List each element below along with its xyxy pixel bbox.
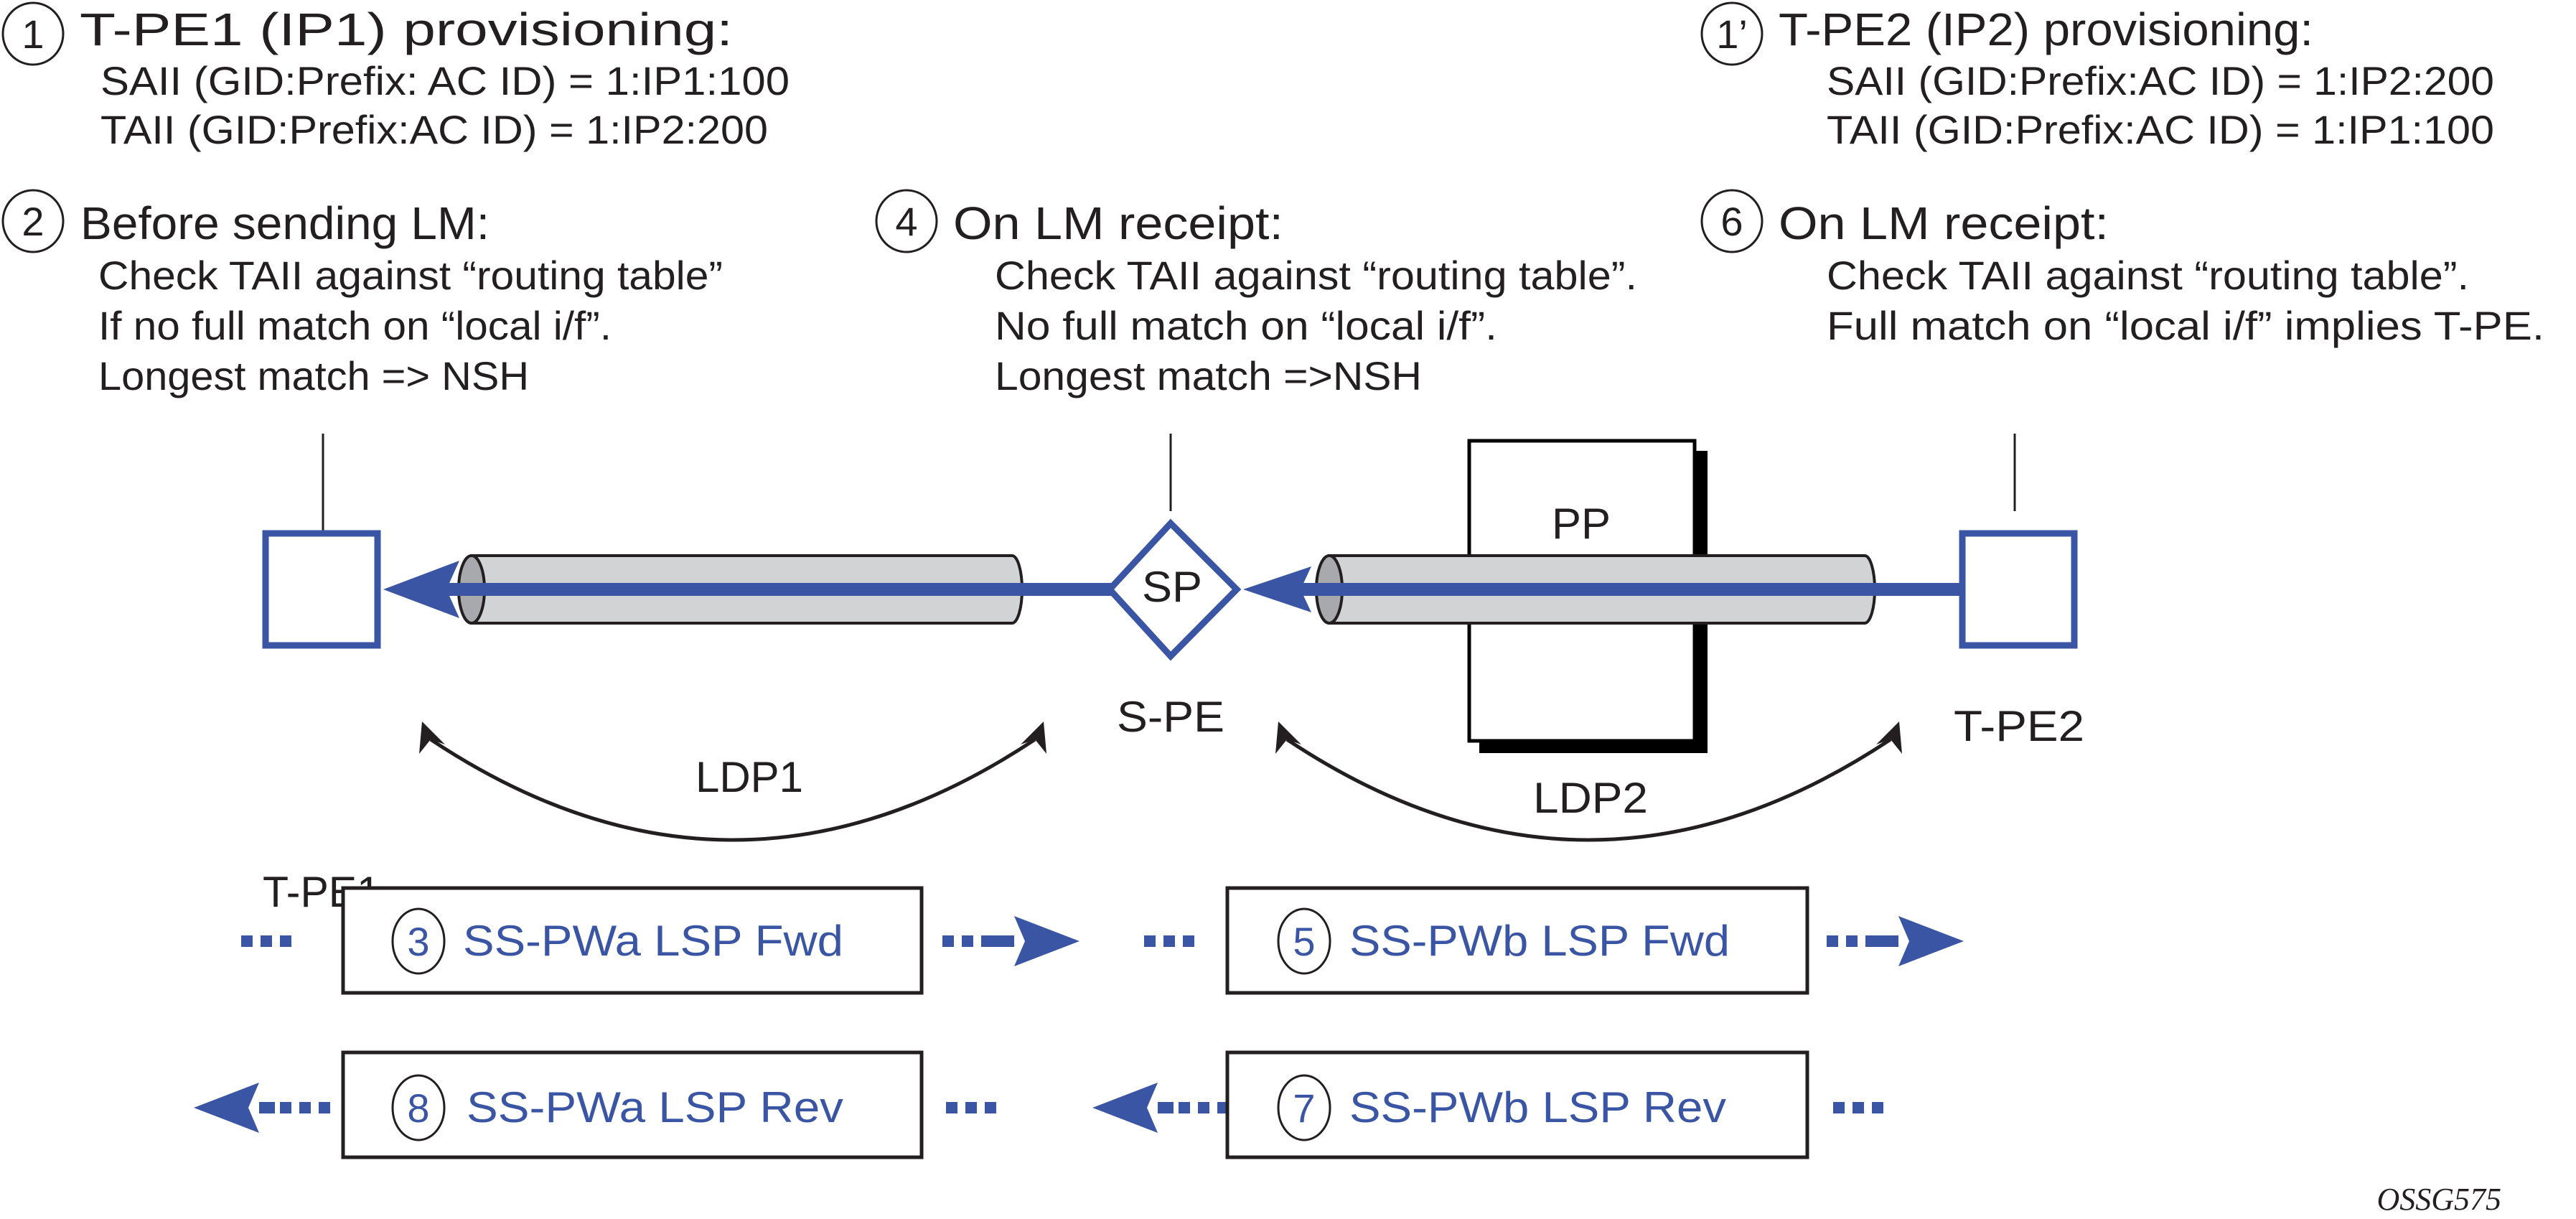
step-number-circle-icon bbox=[1, 189, 65, 253]
dotted-arrow-left-icon bbox=[1092, 1083, 1229, 1133]
arrow-left-icon bbox=[1243, 566, 1311, 612]
step-6-block: 6 On LM receipt: Check TAII against “rou… bbox=[1700, 189, 2544, 348]
dotted-arrow-right-icon bbox=[942, 916, 1079, 966]
step-number: 7 bbox=[1293, 1085, 1315, 1131]
tpe2-label: T-PE2 bbox=[1954, 702, 2084, 750]
step-1-prime-block: 1’ T-PE2 (IP2) provisioning: SAII (GID:P… bbox=[1700, 1, 2494, 152]
dotted-line-icon bbox=[241, 935, 291, 947]
step-number: 2 bbox=[22, 199, 44, 244]
dotted-line-icon bbox=[1833, 1102, 1883, 1113]
pp-label: PP bbox=[1552, 500, 1611, 548]
arrow-head-icon bbox=[1876, 721, 1902, 754]
step-4-block: 4 On LM receipt: Check TAII against “rou… bbox=[875, 189, 1637, 398]
arrow-head-icon bbox=[419, 721, 445, 754]
dotted-line-icon bbox=[1144, 935, 1194, 947]
lsp-box bbox=[1225, 1050, 1809, 1159]
step-number-circle-icon bbox=[1700, 1, 1764, 66]
step-title: Before sending LM: bbox=[80, 197, 490, 249]
spe-inner-label: SP bbox=[1142, 563, 1202, 611]
tpe2-square-node-icon bbox=[1959, 530, 2078, 649]
step-number-circle-icon bbox=[1277, 907, 1331, 975]
lsp-box bbox=[341, 886, 924, 995]
step-number: 4 bbox=[895, 199, 917, 244]
step-line: SAII (GID:Prefix: AC ID) = 1:IP1:100 bbox=[100, 58, 790, 103]
step-line: Check TAII against “routing table”. bbox=[1827, 253, 2469, 298]
lsp-label: SS-PWa LSP Rev bbox=[467, 1083, 843, 1131]
step-number-circle-icon bbox=[1700, 189, 1764, 253]
pw-signaling-path bbox=[383, 561, 1963, 618]
arrow-head-icon bbox=[1021, 721, 1046, 754]
ldp1-session: LDP1 bbox=[419, 721, 1046, 842]
step-line: SAII (GID:Prefix:AC ID) = 1:IP2:200 bbox=[1827, 58, 2494, 103]
step-1-block: 1 T-PE1 (IP1) provisioning: SAII (GID:Pr… bbox=[1, 1, 790, 152]
dotted-arrow-right-icon bbox=[1827, 916, 1964, 966]
ldp2-arc bbox=[1285, 737, 1892, 842]
lsp-box bbox=[1225, 886, 1809, 995]
lsp-rev-a: 8 SS-PWa LSP Rev bbox=[194, 1050, 996, 1159]
step-line: Check TAII against “routing table” bbox=[98, 253, 723, 298]
lsp-label: SS-PWb LSP Fwd bbox=[1349, 917, 1730, 965]
step-title: T-PE2 (IP2) provisioning: bbox=[1779, 4, 2313, 55]
tpe1-square-node-icon bbox=[262, 530, 381, 649]
step-number-circle-icon bbox=[391, 1074, 446, 1141]
lsp-rev-b: 7 SS-PWb LSP Rev bbox=[1092, 1050, 1883, 1159]
ldp2-session: LDP2 bbox=[1275, 721, 1902, 842]
step-line: Longest match => NSH bbox=[98, 353, 529, 398]
step-number-circle-icon bbox=[391, 907, 446, 975]
step-number: 6 bbox=[1720, 199, 1743, 244]
step-number-circle-icon bbox=[875, 189, 938, 253]
figure-id: OSSG575 bbox=[2376, 1182, 2501, 1217]
ldp2-label: LDP2 bbox=[1533, 774, 1648, 822]
step-line: TAII (GID:Prefix:AC ID) = 1:IP1:100 bbox=[1827, 107, 2494, 152]
step-line: Longest match =>NSH bbox=[995, 353, 1422, 398]
step-2-block: 2 Before sending LM: Check TAII against … bbox=[1, 189, 723, 398]
step-line: If no full match on “local i/f”. bbox=[98, 303, 612, 348]
step-line: Full match on “local i/f” implies T-PE. bbox=[1827, 303, 2544, 348]
step-number: 1’ bbox=[1716, 11, 1748, 57]
step-title: T-PE1 (IP1) provisioning: bbox=[80, 4, 733, 55]
step-number-circle-icon bbox=[1, 1, 65, 66]
lsp-box bbox=[341, 1050, 924, 1159]
pw-segment-a bbox=[438, 583, 1111, 596]
ldp1-arc bbox=[429, 737, 1036, 842]
step-number: 1 bbox=[22, 11, 44, 57]
lsp-label: SS-PWb LSP Rev bbox=[1349, 1083, 1726, 1131]
step-number-circle-icon bbox=[1277, 1074, 1331, 1141]
step-line: No full match on “local i/f”. bbox=[995, 303, 1497, 348]
dotted-arrow-left-icon bbox=[194, 1083, 330, 1133]
step-number: 3 bbox=[407, 919, 429, 964]
spe-diamond-node-icon bbox=[1105, 518, 1242, 661]
lsp-label: SS-PWa LSP Fwd bbox=[463, 917, 843, 965]
lsp-fwd-a: 3 SS-PWa LSP Fwd bbox=[241, 886, 1079, 995]
lsp-fwd-b: 5 SS-PWb LSP Fwd bbox=[1144, 886, 1964, 995]
arrow-head-icon bbox=[1275, 721, 1301, 754]
spe-label: S-PE bbox=[1117, 693, 1224, 741]
step-number: 5 bbox=[1293, 919, 1315, 964]
step-title: On LM receipt: bbox=[953, 197, 1283, 249]
arrow-left-icon bbox=[383, 561, 459, 618]
step-line: Check TAII against “routing table”. bbox=[995, 253, 1637, 298]
dotted-line-icon bbox=[946, 1102, 996, 1113]
step-line: TAII (GID:Prefix:AC ID) = 1:IP2:200 bbox=[100, 107, 768, 152]
pw-segment-b bbox=[1292, 583, 1963, 596]
step-title: On LM receipt: bbox=[1779, 197, 2109, 249]
step-number: 8 bbox=[407, 1085, 429, 1131]
ldp1-label: LDP1 bbox=[695, 753, 803, 801]
